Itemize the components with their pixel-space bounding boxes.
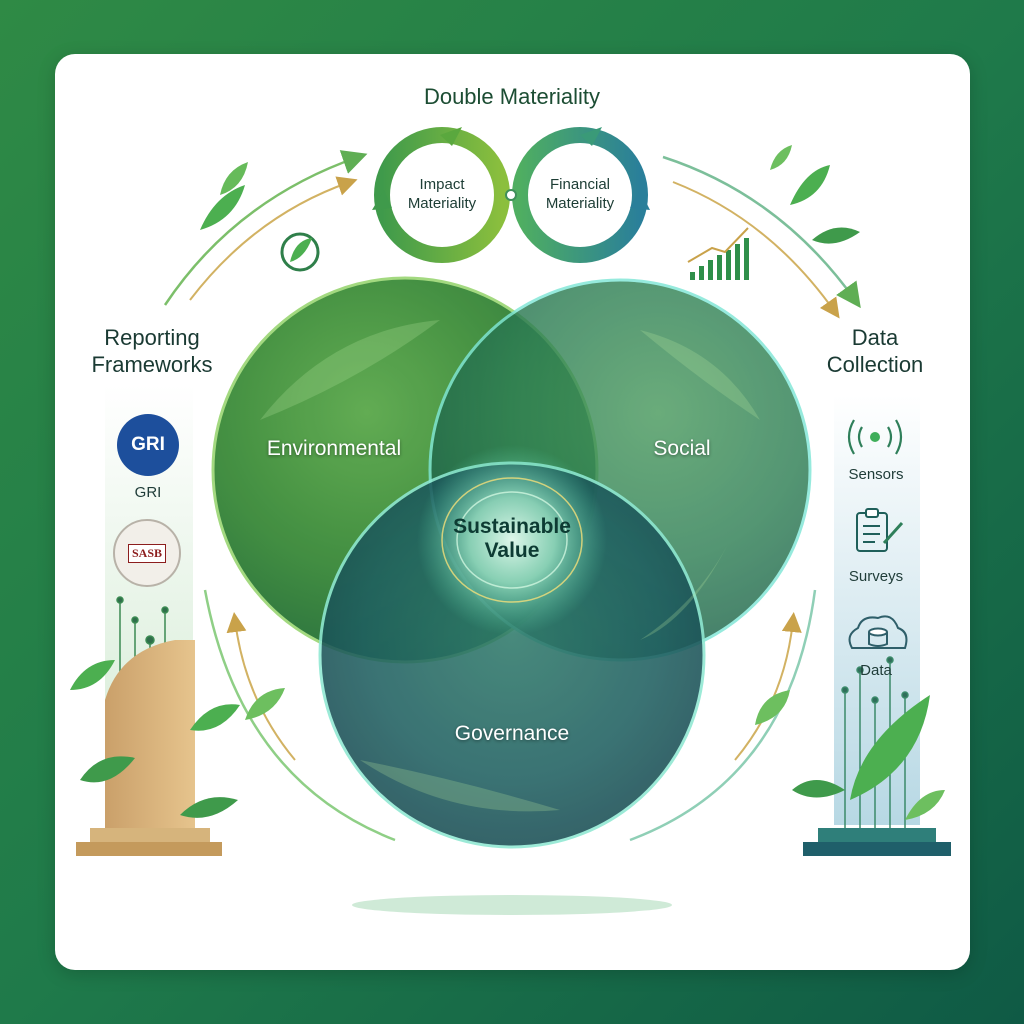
wood-pedestal <box>105 640 195 830</box>
diagram-title: Double Materiality <box>423 84 601 109</box>
sensors-label: Sensors <box>848 466 904 483</box>
wood-base <box>90 828 210 842</box>
governance-label: Governance <box>454 722 570 745</box>
leaf-textures <box>260 320 760 812</box>
reporting-frameworks-title: Reporting Frameworks <box>91 325 213 377</box>
data-label: Data <box>860 662 892 679</box>
cloud-database-icon <box>848 615 908 649</box>
impact-materiality-label: Impact Materiality <box>407 176 477 212</box>
arc-left-bottom-inner <box>226 612 296 761</box>
double-materiality-loops <box>372 127 650 263</box>
right-base <box>818 828 936 842</box>
arc-right-top <box>662 155 861 309</box>
arc-left-top-inner <box>189 176 358 301</box>
sustainable-value-glow <box>417 445 607 635</box>
arc-right-top-inner <box>672 181 840 319</box>
financial-materiality-label: Financial Materiality <box>545 176 615 212</box>
clipboard-icon <box>856 508 904 552</box>
arc-right-bottom <box>629 589 817 842</box>
ground-shadow <box>352 895 672 915</box>
eco-globe-icon <box>280 232 320 272</box>
environmental-label: Environmental <box>266 437 402 460</box>
arc-left-top <box>163 150 368 306</box>
sasb-logo: SASB <box>113 519 181 587</box>
surveys-label: Surveys <box>848 568 904 585</box>
leaf-decorations <box>70 145 945 820</box>
right-base-bottom <box>803 842 951 856</box>
wood-base-bottom <box>76 842 222 856</box>
sensor-icon <box>847 419 903 455</box>
gri-logo: GRI <box>117 414 179 476</box>
social-label: Social <box>653 437 711 460</box>
gri-label: GRI <box>134 484 162 501</box>
data-collection-title: Data Collection <box>826 325 924 377</box>
arc-left-bottom <box>203 589 396 842</box>
arc-right-bottom-inner <box>734 612 802 761</box>
growth-chart-icon <box>687 227 749 280</box>
sustainable-value-label: Sustainable Value <box>453 515 571 562</box>
center-sparkles <box>441 477 583 603</box>
